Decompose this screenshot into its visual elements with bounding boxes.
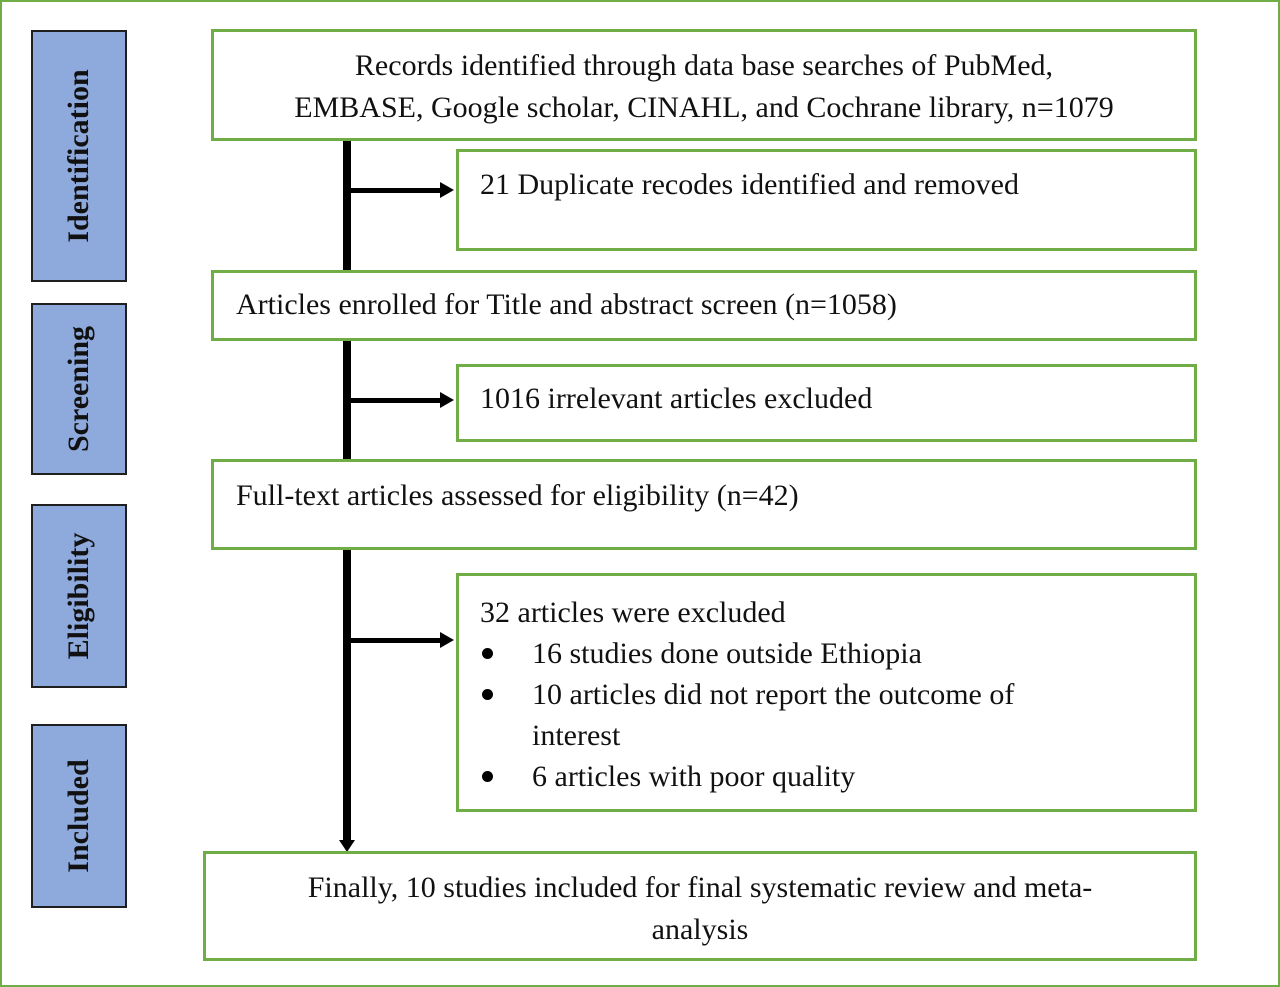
- records-identified-line-1: Records identified through data base sea…: [354, 49, 1054, 82]
- arrow-irrelevant-shaft: [351, 398, 441, 403]
- arrow-irrelevant-head: [440, 392, 454, 408]
- title-abstract-text: Articles enrolled for Title and abstract…: [236, 288, 897, 321]
- irrelevant-box: 1016 irrelevant articles excluded: [456, 364, 1197, 442]
- arrow-to-final: [339, 840, 355, 852]
- stage-identification: Identification: [31, 30, 127, 282]
- records-identified-box: Records identified through data base sea…: [211, 29, 1197, 141]
- final-included-line-2: analysis: [651, 913, 749, 946]
- records-identified-line-2: EMBASE, Google scholar, CINAHL, and Coch…: [294, 91, 1114, 124]
- final-included-line-1: Finally, 10 studies included for final s…: [307, 871, 1093, 904]
- stage-screening: Screening: [31, 303, 127, 475]
- stage-included: Included: [31, 724, 127, 908]
- exclusion-reason-1: 16 studies done outside Ethiopia: [480, 633, 1194, 674]
- duplicates-text: 21 Duplicate recodes identified and remo…: [480, 168, 1019, 201]
- arrow-duplicates-head: [440, 182, 454, 198]
- exclusion-reasons-list: 16 studies done outside Ethiopia 10 arti…: [480, 633, 1194, 797]
- stage-eligibility-label: Eligibility: [62, 532, 95, 660]
- excluded-heading: 32 articles were excluded: [480, 596, 786, 629]
- irrelevant-text: 1016 irrelevant articles excluded: [480, 382, 873, 415]
- arrow-excluded-head: [440, 632, 454, 648]
- stage-identification-label: Identification: [62, 69, 95, 243]
- title-abstract-box: Articles enrolled for Title and abstract…: [211, 270, 1197, 341]
- flow-line-1: [343, 140, 351, 271]
- bullet-icon: [482, 771, 493, 782]
- bullet-icon: [482, 689, 493, 700]
- exclusion-reason-2-text-line-1: 10 articles did not report the outcome o…: [532, 678, 1015, 711]
- flow-line-2: [343, 340, 351, 460]
- stage-eligibility: Eligibility: [31, 504, 127, 688]
- bullet-icon: [482, 648, 493, 659]
- flow-line-3: [343, 548, 351, 841]
- duplicates-box: 21 Duplicate recodes identified and remo…: [456, 149, 1197, 251]
- excluded-box: 32 articles were excluded 16 studies don…: [456, 573, 1197, 812]
- exclusion-reason-3-text: 6 articles with poor quality: [532, 760, 856, 793]
- arrow-duplicates-shaft: [351, 188, 441, 193]
- exclusion-reason-2: 10 articles did not report the outcome o…: [480, 674, 1194, 756]
- full-text-box: Full-text articles assessed for eligibil…: [211, 459, 1197, 550]
- stage-screening-label: Screening: [62, 325, 95, 453]
- exclusion-reason-1-text: 16 studies done outside Ethiopia: [532, 637, 922, 670]
- full-text-text: Full-text articles assessed for eligibil…: [236, 479, 799, 512]
- exclusion-reason-2-text-line-2: interest: [532, 719, 621, 752]
- arrow-excluded-shaft: [351, 638, 441, 643]
- exclusion-reason-3: 6 articles with poor quality: [480, 756, 1194, 797]
- stage-included-label: Included: [62, 759, 95, 873]
- final-included-box: Finally, 10 studies included for final s…: [203, 851, 1197, 961]
